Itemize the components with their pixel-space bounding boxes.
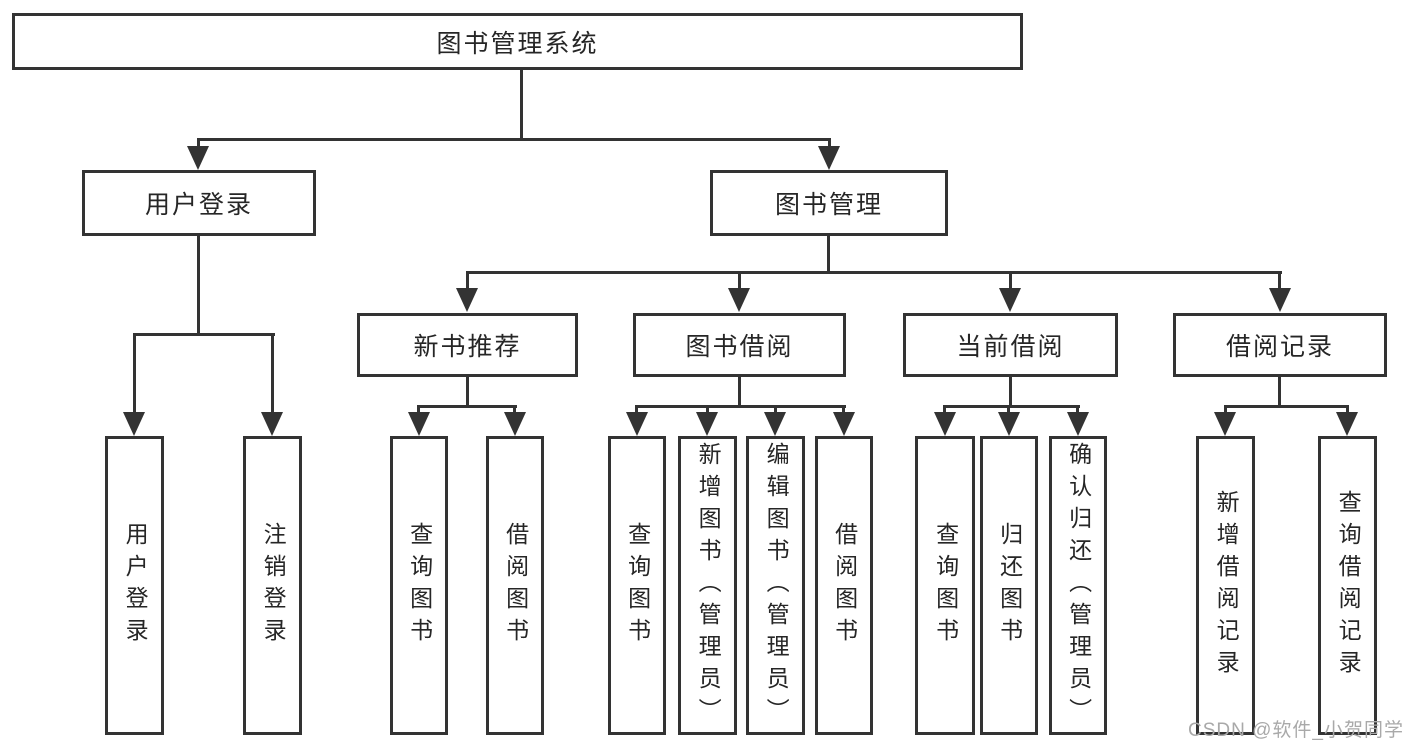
leaf-query-books-2-label: 查询图书 bbox=[624, 521, 651, 650]
connector-arrow-icon bbox=[1067, 412, 1089, 436]
connector-line bbox=[466, 271, 469, 290]
connector-line bbox=[1278, 271, 1281, 290]
connector-line bbox=[1007, 405, 1010, 414]
connector-arrow-icon bbox=[764, 412, 786, 436]
connector-arrow-icon bbox=[1269, 288, 1291, 312]
connector-line bbox=[738, 377, 741, 407]
connector-arrow-icon bbox=[123, 412, 145, 436]
connector-arrow-icon bbox=[934, 412, 956, 436]
node-book-management: 图书管理 bbox=[710, 170, 948, 236]
connector-line bbox=[827, 236, 830, 273]
connector-line bbox=[417, 405, 420, 414]
connector-line bbox=[635, 405, 846, 408]
connector-line bbox=[635, 405, 638, 414]
node-book-borrowing-label: 图书借阅 bbox=[685, 333, 794, 361]
connector-line bbox=[133, 333, 136, 414]
leaf-user-login-label: 用户登录 bbox=[122, 521, 149, 650]
connector-arrow-icon bbox=[998, 412, 1020, 436]
connector-arrow-icon bbox=[833, 412, 855, 436]
connector-line bbox=[842, 405, 845, 414]
leaf-add-borrow-record-label: 新增借阅记录 bbox=[1213, 489, 1240, 682]
connector-line bbox=[1076, 405, 1079, 414]
connector-line bbox=[417, 405, 517, 408]
connector-line bbox=[513, 405, 516, 414]
leaf-query-books-3: 查询图书 bbox=[915, 436, 975, 735]
leaf-edit-book-admin: 编辑图书（管理员） bbox=[746, 436, 805, 735]
leaf-borrow-books-1-label: 借阅图书 bbox=[502, 521, 529, 650]
connector-line bbox=[1278, 377, 1281, 407]
node-book-borrowing: 图书借阅 bbox=[633, 313, 846, 377]
leaf-confirm-return-admin-label: 确认归还（管理员） bbox=[1065, 441, 1092, 730]
node-borrowing-records: 借阅记录 bbox=[1173, 313, 1387, 377]
connector-line bbox=[774, 405, 777, 414]
connector-arrow-icon bbox=[1336, 412, 1358, 436]
node-current-borrowing: 当前借阅 bbox=[903, 313, 1118, 377]
node-book-management-label: 图书管理 bbox=[774, 191, 883, 219]
connector-arrow-icon bbox=[261, 412, 283, 436]
connector-arrow-icon bbox=[728, 288, 750, 312]
connector-line bbox=[520, 70, 523, 140]
leaf-query-books-1: 查询图书 bbox=[390, 436, 448, 735]
connector-line bbox=[197, 138, 200, 148]
connector-arrow-icon bbox=[696, 412, 718, 436]
node-root-label: 图书管理系统 bbox=[436, 29, 599, 58]
leaf-edit-book-admin-label: 编辑图书（管理员） bbox=[763, 441, 790, 730]
connector-line bbox=[1224, 405, 1349, 408]
connector-line bbox=[1009, 271, 1012, 290]
connector-line bbox=[1346, 405, 1349, 414]
csdn-watermark: CSDN @软件_小贺同学 bbox=[1188, 720, 1404, 741]
connector-line bbox=[1009, 377, 1012, 407]
leaf-borrow-books-1: 借阅图书 bbox=[486, 436, 544, 735]
connector-line bbox=[943, 405, 1080, 408]
connector-arrow-icon bbox=[999, 288, 1021, 312]
connector-line bbox=[197, 138, 831, 141]
leaf-query-books-2: 查询图书 bbox=[608, 436, 666, 735]
node-user-login: 用户登录 bbox=[82, 170, 316, 236]
leaf-logout-label: 注销登录 bbox=[260, 521, 287, 650]
leaf-add-borrow-record: 新增借阅记录 bbox=[1196, 436, 1255, 735]
connector-arrow-icon bbox=[456, 288, 478, 312]
connector-arrow-icon bbox=[504, 412, 526, 436]
leaf-borrow-books-2-label: 借阅图书 bbox=[831, 521, 858, 650]
leaf-query-books-3-label: 查询图书 bbox=[932, 521, 959, 650]
connector-line bbox=[828, 138, 831, 148]
connector-line bbox=[738, 271, 741, 290]
connector-line bbox=[197, 236, 200, 335]
connector-line bbox=[466, 271, 1282, 274]
leaf-add-book-admin-label: 新增图书（管理员） bbox=[695, 441, 722, 730]
leaf-return-books: 归还图书 bbox=[980, 436, 1038, 735]
node-root-system: 图书管理系统 bbox=[12, 13, 1023, 70]
node-current-borrowing-label: 当前借阅 bbox=[956, 333, 1065, 361]
connector-arrow-icon bbox=[408, 412, 430, 436]
node-new-book-recommend-label: 新书推荐 bbox=[413, 333, 522, 361]
leaf-return-books-label: 归还图书 bbox=[996, 521, 1023, 650]
connector-arrow-icon bbox=[187, 146, 209, 170]
leaf-query-borrow-record-label: 查询借阅记录 bbox=[1335, 489, 1362, 682]
connector-line bbox=[133, 333, 275, 336]
leaf-add-book-admin: 新增图书（管理员） bbox=[678, 436, 737, 735]
connector-line bbox=[943, 405, 946, 414]
leaf-confirm-return-admin: 确认归还（管理员） bbox=[1049, 436, 1107, 735]
node-new-book-recommend: 新书推荐 bbox=[357, 313, 578, 377]
connector-arrow-icon bbox=[818, 146, 840, 170]
connector-arrow-icon bbox=[1214, 412, 1236, 436]
leaf-query-books-1-label: 查询图书 bbox=[406, 521, 433, 650]
leaf-logout: 注销登录 bbox=[243, 436, 302, 735]
node-borrowing-records-label: 借阅记录 bbox=[1225, 333, 1334, 361]
connector-line bbox=[1224, 405, 1227, 414]
leaf-query-borrow-record: 查询借阅记录 bbox=[1318, 436, 1377, 735]
node-user-login-label: 用户登录 bbox=[144, 191, 253, 219]
leaf-user-login: 用户登录 bbox=[105, 436, 164, 735]
connector-arrow-icon bbox=[626, 412, 648, 436]
leaf-borrow-books-2: 借阅图书 bbox=[815, 436, 873, 735]
connector-line bbox=[706, 405, 709, 414]
connector-line bbox=[466, 377, 469, 407]
connector-line bbox=[271, 333, 274, 414]
